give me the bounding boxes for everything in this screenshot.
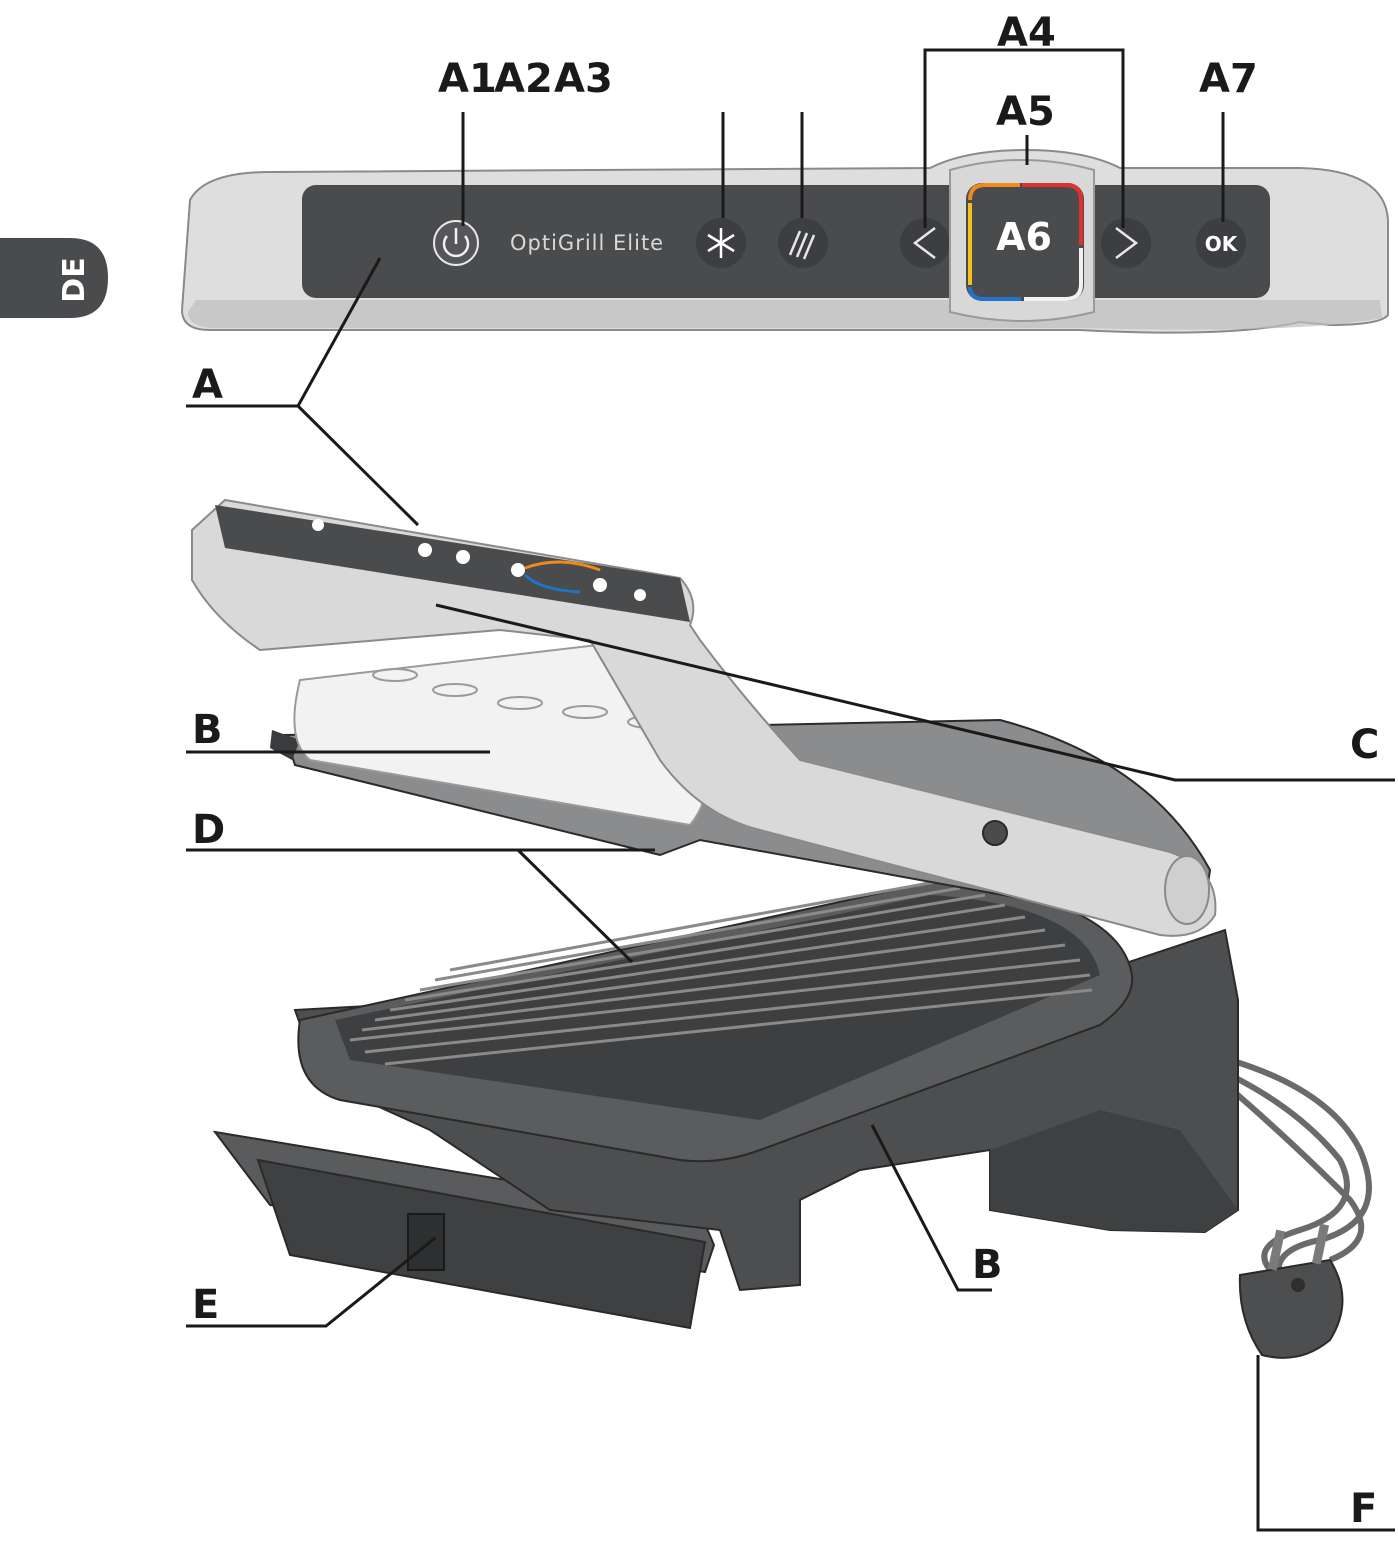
label-a: A — [192, 362, 223, 408]
ok-button-label: OK — [1205, 232, 1239, 256]
stripes-icon — [788, 230, 816, 260]
chevron-right-icon — [1115, 227, 1139, 259]
label-a5: A5 — [996, 89, 1055, 135]
power-button[interactable] — [433, 220, 479, 266]
snowflake-icon — [707, 228, 735, 258]
language-tab: DE — [0, 238, 108, 318]
drip-tray — [212, 1130, 716, 1330]
lower-grill-plate — [297, 878, 1134, 1163]
language-tab-label: DE — [57, 257, 92, 302]
label-a2: A2 — [494, 56, 553, 102]
plug — [1238, 1223, 1344, 1359]
power-cord — [1228, 1057, 1372, 1281]
power-icon — [442, 228, 470, 258]
label-f: F — [1350, 1486, 1377, 1532]
label-a1: A1 — [438, 56, 497, 102]
manual-mode-button[interactable] — [778, 218, 828, 268]
frozen-button[interactable] — [696, 218, 746, 268]
chevron-left-icon — [912, 227, 936, 259]
label-e: E — [192, 1282, 219, 1328]
label-b-bottom: B — [972, 1242, 1003, 1288]
brand-label: OptiGrill Elite — [510, 231, 664, 255]
label-a7: A7 — [1199, 56, 1258, 102]
program-display: A6 — [949, 159, 1095, 322]
left-arrow-button[interactable] — [900, 218, 950, 268]
label-a4: A4 — [997, 10, 1056, 56]
label-c: C — [1350, 722, 1379, 768]
display-label: A6 — [996, 215, 1052, 259]
ok-button[interactable]: OK — [1196, 218, 1246, 268]
label-b-top: B — [192, 707, 223, 753]
label-d: D — [192, 807, 225, 853]
label-a3: A3 — [554, 56, 613, 102]
control-panel: OptiGrill Elite — [180, 148, 1389, 334]
right-arrow-button[interactable] — [1101, 218, 1151, 268]
